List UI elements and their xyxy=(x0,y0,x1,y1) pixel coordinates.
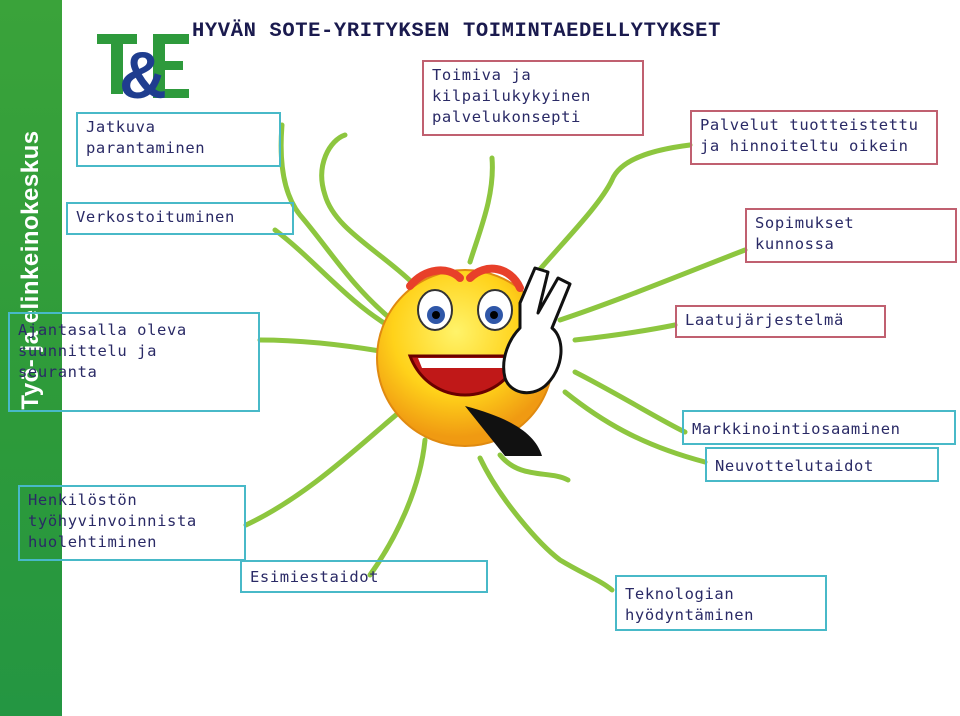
item-palvelut-tuotteistettu: Palvelut tuotteistettu ja hinnoiteltu oi… xyxy=(690,110,938,165)
item-neuvottelutaidot: Neuvottelutaidot xyxy=(705,447,939,482)
te-logo: & xyxy=(97,34,189,102)
item-jatkuva-parantaminen: Jatkuva parantaminen xyxy=(76,112,281,167)
sidebar-band: Työ- ja elinkeinokeskus xyxy=(0,0,62,716)
item-verkostoituminen: Verkostoituminen xyxy=(66,202,294,235)
svg-text:&: & xyxy=(119,38,167,102)
item-esimiestaidot: Esimiestaidot xyxy=(240,560,488,593)
page-title: HYVÄN SOTE-YRITYKSEN TOIMINTAEDELLYTYKSE… xyxy=(192,20,721,43)
item-teknologian-hyodyntaminen: Teknologian hyödyntäminen xyxy=(615,575,827,631)
item-toimiva-palvelukonsepti: Toimiva ja kilpailukykyinen palvelukonse… xyxy=(422,60,644,136)
item-laatujarjestelma: Laatujärjestelmä xyxy=(675,305,886,338)
smiley-sun-illustration xyxy=(376,264,572,456)
item-ajantasalla-suunnittelu: Ajantasalla oleva suunnittelu ja seurant… xyxy=(8,312,260,412)
item-henkilosto-tyohyvinvointi: Henkilöstön työhyvinvoinnista huolehtimi… xyxy=(18,485,246,561)
item-sopimukset-kunnossa: Sopimukset kunnossa xyxy=(745,208,957,263)
item-markkinointiosaaminen: Markkinointiosaaminen xyxy=(682,410,956,445)
